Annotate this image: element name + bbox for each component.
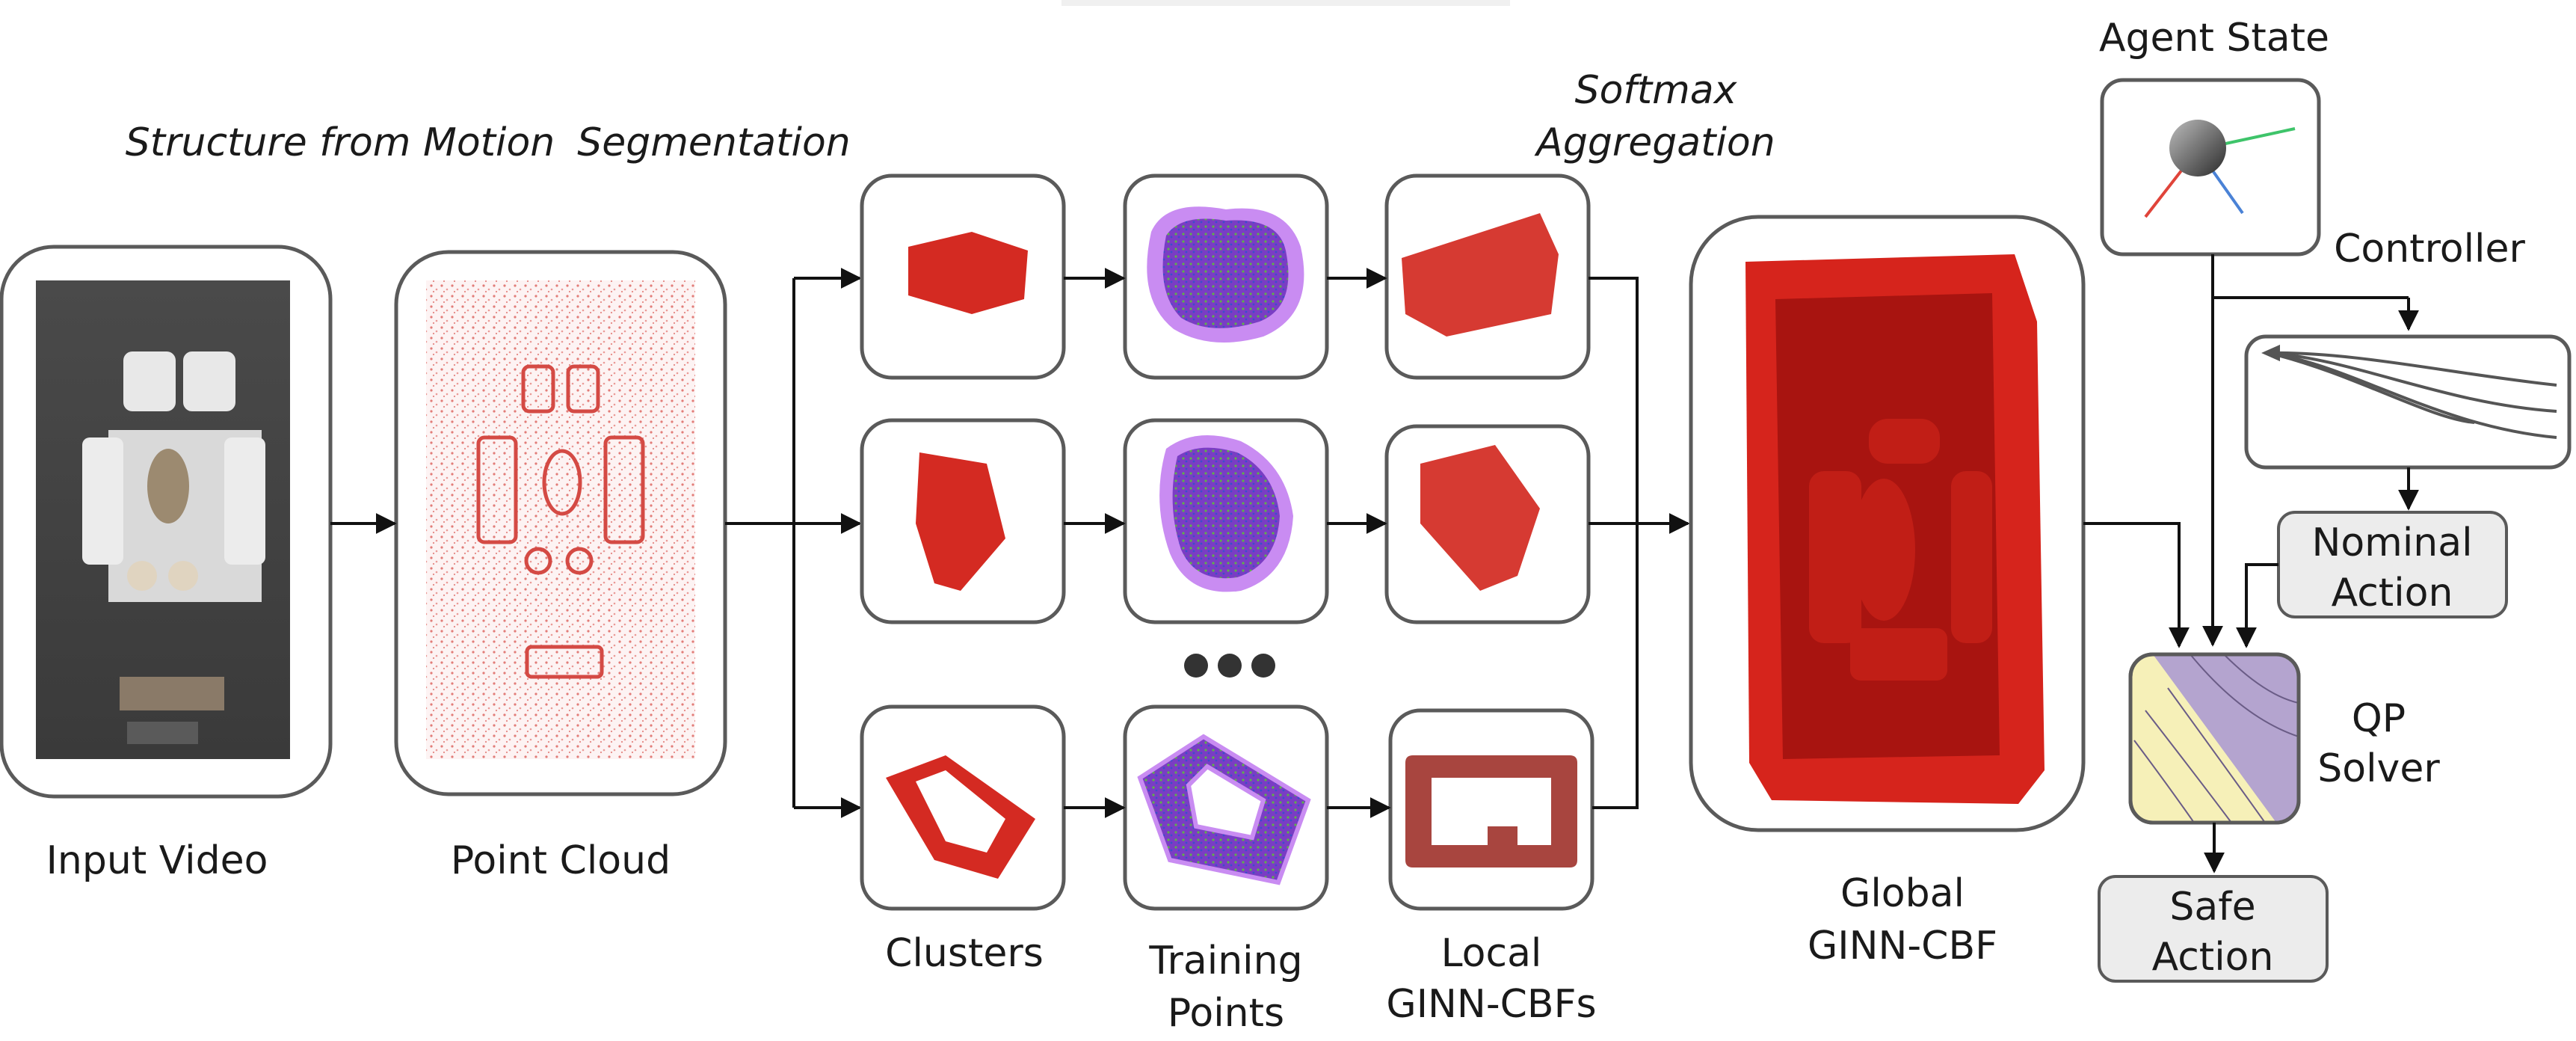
label-nominal: Nominal bbox=[2311, 520, 2472, 565]
wire-merge bbox=[1589, 277, 1639, 809]
label-nominal-action: Action bbox=[2332, 571, 2453, 615]
label-aggregation: Aggregation bbox=[1534, 120, 1775, 165]
training-shape-2-inner bbox=[1172, 447, 1280, 579]
local-shape-2 bbox=[1420, 445, 1540, 591]
label-local-ginn-cbfs: GINN-CBFs bbox=[1386, 982, 1596, 1027]
label-training: Training bbox=[1148, 939, 1302, 983]
label-point-cloud: Point Cloud bbox=[451, 838, 671, 883]
label-input-video: Input Video bbox=[46, 838, 268, 883]
trajectory-icon bbox=[2261, 344, 2557, 439]
cluster-chair-shape bbox=[916, 452, 1005, 591]
label-qp: QP bbox=[2352, 696, 2406, 741]
label-safe: Safe bbox=[2169, 885, 2255, 930]
label-segmentation: Segmentation bbox=[577, 120, 850, 165]
label-safe-action: Action bbox=[2152, 935, 2274, 980]
point-cloud-panel bbox=[394, 250, 727, 796]
wire-nominal-to-qp bbox=[2245, 563, 2278, 645]
cluster-panel-3 bbox=[860, 704, 1066, 911]
label-points: Points bbox=[1168, 991, 1284, 1036]
label-softmax: Softmax bbox=[1575, 68, 1738, 113]
label-structure-from-motion: Structure from Motion bbox=[126, 120, 555, 165]
global-ginn-cbf-panel bbox=[1689, 215, 2086, 832]
wire-global-to-qp bbox=[2083, 522, 2181, 645]
training-shape-3 bbox=[1137, 734, 1311, 885]
label-global-ginn-cbf: GINN-CBF bbox=[1808, 924, 1997, 968]
label-qp-solver: Solver bbox=[2317, 746, 2440, 791]
training-shape-1-inner bbox=[1162, 218, 1289, 328]
label-local: Local bbox=[1441, 931, 1542, 976]
input-video-panel bbox=[0, 245, 333, 799]
label-controller: Controller bbox=[2334, 227, 2525, 271]
top-shadow bbox=[1061, 0, 1510, 6]
cluster-sofa-shape bbox=[908, 232, 1028, 314]
local-shape-1 bbox=[1402, 213, 1559, 337]
label-agent-state: Agent State bbox=[2099, 16, 2329, 61]
local-shape-3-detail bbox=[1488, 826, 1517, 845]
safe-action-box bbox=[2098, 875, 2329, 983]
qp-solver-box bbox=[2128, 652, 2301, 825]
sphere-with-axes-icon bbox=[2144, 120, 2296, 218]
label-global: Global bbox=[1840, 871, 1965, 916]
cluster-frame-shape bbox=[886, 755, 1035, 879]
label-clusters: Clusters bbox=[885, 931, 1044, 976]
three-dots-icon bbox=[1184, 654, 1275, 678]
